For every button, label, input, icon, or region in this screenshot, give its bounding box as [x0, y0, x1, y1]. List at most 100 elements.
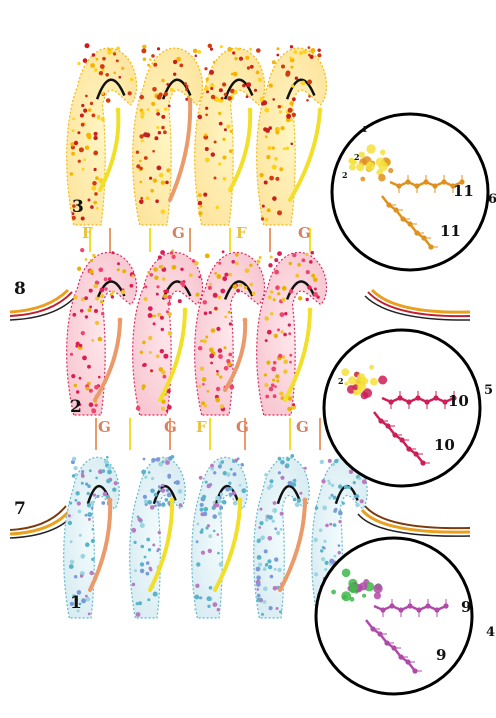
atom-dot — [211, 95, 216, 100]
atom-dot — [334, 509, 337, 512]
atom-dot — [82, 356, 87, 361]
atom-dot — [221, 460, 224, 463]
atom-dot — [158, 488, 161, 491]
atom-dot — [68, 521, 72, 525]
atom-dot — [294, 50, 298, 54]
atom-dot — [274, 385, 277, 388]
atom-dot — [214, 177, 217, 180]
atom-dot — [94, 192, 98, 196]
atom-dot — [94, 68, 98, 72]
atom-dot — [318, 49, 321, 52]
atom-dot — [249, 283, 253, 287]
atom-dot — [222, 500, 227, 505]
atom-dot — [268, 565, 272, 569]
atom-dot — [274, 258, 278, 262]
atom-dot — [287, 407, 291, 411]
inset-top-chain-label-1: 11 — [453, 182, 474, 200]
atom-dot — [276, 607, 279, 610]
head-atom — [357, 382, 366, 391]
atom-dot — [334, 459, 338, 463]
atom-dot — [156, 354, 160, 358]
atom-dot — [224, 273, 228, 277]
atom-dot — [167, 302, 171, 306]
atom-dot — [213, 530, 216, 533]
atom-dot — [349, 470, 353, 474]
head-atom — [366, 144, 375, 153]
atom-dot — [239, 284, 242, 287]
atom-dot — [198, 201, 202, 205]
atom-dot — [154, 136, 158, 140]
atom-dot — [257, 588, 260, 591]
atom-dot — [167, 493, 172, 498]
head-atom — [373, 584, 382, 593]
atom-dot — [136, 612, 141, 617]
atom-dot — [90, 259, 93, 262]
atom-dot — [107, 470, 112, 475]
atom-dot — [232, 51, 235, 54]
head-atom — [361, 392, 369, 400]
atom-dot — [165, 181, 169, 185]
atom-dot — [216, 370, 219, 373]
atom-dot — [145, 133, 150, 138]
head-atom — [380, 150, 386, 156]
atom-dot — [142, 384, 146, 388]
atom-dot — [82, 168, 85, 171]
atom-dot — [161, 407, 165, 411]
atom-dot — [74, 384, 77, 387]
atom-dot — [166, 83, 169, 86]
atom-dot — [288, 332, 291, 335]
head-atom — [359, 582, 367, 590]
atom-dot — [298, 296, 302, 300]
atom-dot — [179, 64, 183, 68]
atom-dot — [231, 260, 235, 264]
atom-dot — [229, 487, 233, 491]
atom-dot — [304, 467, 307, 470]
atom-dot — [265, 135, 268, 138]
atom-dot — [205, 526, 208, 529]
atom-dot — [206, 90, 209, 93]
atom-dot — [301, 81, 306, 86]
atom-dot — [310, 55, 314, 59]
atom-dot — [274, 568, 277, 571]
atom-dot — [200, 503, 204, 507]
atom-dot — [94, 168, 97, 171]
atom-dot — [259, 173, 263, 177]
atom-dot — [209, 311, 212, 314]
atom-dot — [223, 177, 227, 181]
atom-dot — [211, 328, 216, 333]
atom-dot — [362, 479, 367, 484]
head-atom — [353, 391, 357, 395]
atom-dot — [292, 113, 296, 117]
atom-dot — [84, 296, 88, 300]
atom-dot — [258, 78, 262, 82]
atom-dot — [205, 107, 208, 110]
head-atom — [378, 174, 386, 182]
atom-dot — [291, 84, 294, 87]
atom-dot — [267, 486, 271, 490]
between-letter-row1-2: F — [236, 224, 247, 242]
atom-dot — [147, 500, 152, 505]
atom-dot — [216, 387, 220, 391]
atom-dot — [173, 73, 176, 76]
atom-dot — [74, 141, 78, 145]
atom-dot — [72, 118, 75, 121]
head-atom — [378, 376, 387, 385]
atom-dot — [280, 312, 285, 317]
bottom-molecule — [192, 457, 248, 618]
atom-dot — [208, 286, 212, 290]
atom-dot — [317, 53, 321, 57]
atom-dot — [149, 58, 152, 61]
atom-dot — [93, 201, 97, 205]
atom-dot — [277, 292, 280, 295]
side-label-upper: 8 — [14, 279, 26, 299]
atom-dot — [141, 470, 146, 475]
atom-dot — [97, 116, 101, 120]
atom-dot — [104, 460, 108, 464]
atom-dot — [158, 485, 161, 488]
atom-dot — [95, 321, 99, 325]
atom-dot — [148, 548, 151, 551]
atom-dot — [214, 272, 217, 275]
atom-dot — [80, 574, 83, 577]
atom-dot — [214, 141, 217, 144]
atom-dot — [153, 178, 157, 182]
